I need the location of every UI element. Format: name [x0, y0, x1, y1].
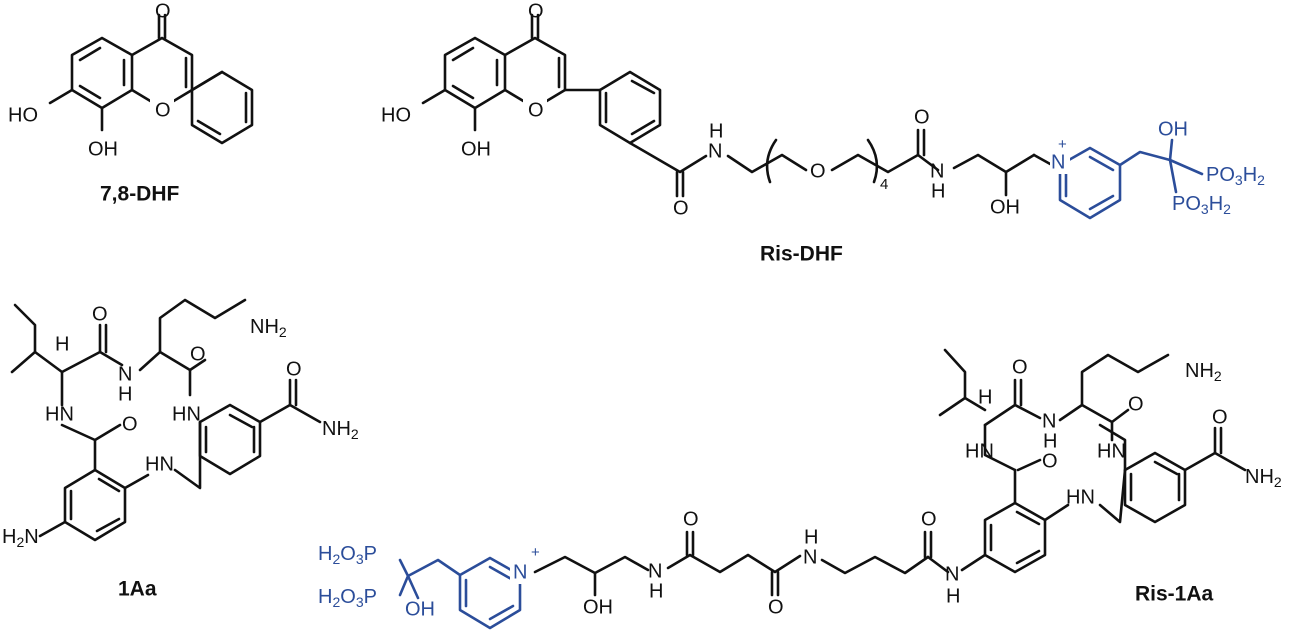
- atom-oh: OH: [405, 598, 435, 620]
- atom-o: O: [122, 413, 138, 435]
- atom-o: O: [921, 508, 937, 530]
- atom-h2o3p: H2O3P: [318, 586, 377, 609]
- atom-ring-o: O: [155, 99, 171, 121]
- atom-o: O: [92, 303, 108, 325]
- molecule-ris-1aa: H2O3P H2O3P OH N + OH N H O O N H O N H: [318, 348, 1282, 630]
- atom-h: H: [709, 120, 723, 142]
- atom-o: O: [1012, 356, 1028, 378]
- molecule-1aa: O H N H NH2 O HN O HN HN H2N O NH2: [2, 298, 359, 601]
- atom-ho: HO: [381, 104, 411, 126]
- atom-oh: OH: [461, 138, 491, 160]
- atom-o: O: [810, 160, 826, 182]
- atom-h: H: [649, 580, 663, 602]
- atom-n: N: [648, 560, 662, 582]
- atom-o: O: [1128, 393, 1144, 415]
- caption-ris-dhf: Ris-DHF: [760, 243, 843, 266]
- atom-ring-o: O: [528, 99, 544, 121]
- atom-n: N: [930, 160, 944, 182]
- atom-n: N: [945, 563, 959, 585]
- atom-po3h2: PO3H2: [1206, 164, 1265, 187]
- atom-h: H: [978, 386, 992, 408]
- atom-nh2: NH2: [1245, 466, 1282, 489]
- atom-plus: +: [531, 544, 540, 561]
- atom-h: H: [804, 526, 818, 548]
- molecule-7-8-dhf: O O HO OH 7,8-DHF: [8, 0, 254, 206]
- atom-oh: OH: [1158, 118, 1188, 140]
- atom-n: N: [708, 140, 722, 162]
- caption-ris-1aa: Ris-1Aa: [1135, 583, 1214, 606]
- atom-plus: +: [1058, 136, 1067, 153]
- atom-h2o3p: H2O3P: [318, 543, 377, 566]
- atom-n: N: [1051, 151, 1065, 173]
- caption-1aa: 1Aa: [118, 578, 157, 601]
- caption-7-8-dhf: 7,8-DHF: [100, 183, 180, 206]
- atom-nh2: NH2: [1185, 360, 1222, 383]
- atom-hn: HN: [172, 403, 201, 425]
- atom-o: O: [683, 508, 699, 530]
- atom-n: N: [803, 546, 817, 568]
- atom-o: O: [1212, 406, 1228, 428]
- atom-oh: OH: [88, 138, 118, 160]
- atom-n: N: [118, 363, 132, 385]
- atom-h2n: H2N: [2, 526, 39, 549]
- atom-nh2: NH2: [322, 418, 359, 441]
- atom-o: O: [190, 343, 206, 365]
- atom-oh: OH: [583, 596, 613, 618]
- atom-po3h2: PO3H2: [1172, 193, 1231, 216]
- molecule-ris-dhf: O O HO OH O N H O 4 O N H OH: [381, 0, 1265, 265]
- atom-h: H: [1043, 430, 1057, 452]
- atom-hn: HN: [45, 403, 74, 425]
- atom-hn: HN: [965, 440, 994, 462]
- atom-hn: HN: [1097, 440, 1126, 462]
- atom-o: O: [768, 596, 784, 618]
- atom-o: O: [673, 197, 689, 219]
- atom-n: N: [1042, 410, 1056, 432]
- atom-h: H: [55, 333, 69, 355]
- atom-ho: HO: [8, 104, 38, 126]
- atom-o: O: [914, 106, 930, 128]
- atom-hn: HN: [145, 453, 174, 475]
- atom-n: N: [513, 561, 527, 583]
- atom-h: H: [118, 383, 132, 405]
- atom-h: H: [946, 585, 960, 607]
- atom-o: O: [1042, 450, 1058, 472]
- atom-o: O: [286, 358, 302, 380]
- atom-hn: HN: [1066, 486, 1095, 508]
- atom-o: O: [155, 0, 171, 22]
- atom-o: O: [528, 0, 544, 22]
- atom-oh: OH: [990, 196, 1020, 218]
- atom-nh2: NH2: [250, 316, 287, 339]
- atom-four: 4: [880, 176, 888, 193]
- atom-h: H: [931, 180, 945, 202]
